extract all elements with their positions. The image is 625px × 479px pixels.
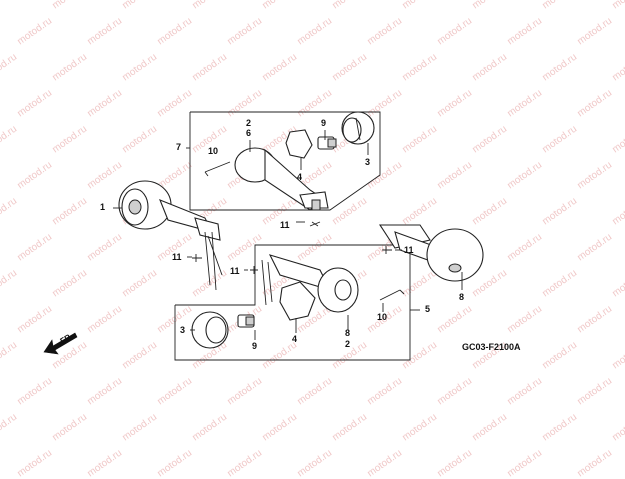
callout-2-upper: 2 xyxy=(246,118,252,128)
callout-9-upper: 9 xyxy=(321,118,327,128)
callout-5: 5 xyxy=(425,304,431,314)
left-winker-assembly xyxy=(118,180,223,291)
right-winker-assembly xyxy=(378,224,484,282)
leader-lines xyxy=(113,130,463,340)
upper-assembly-box xyxy=(189,111,381,211)
callout-8-lower: 8 xyxy=(345,328,351,338)
parts-diagram xyxy=(43,111,484,361)
callout-11-left: 11 xyxy=(172,252,182,262)
callout-6-upper: 6 xyxy=(246,128,252,138)
callout-7: 7 xyxy=(176,142,182,152)
callout-9-lower: 9 xyxy=(252,341,258,351)
diagram-code: GC03-F2100A xyxy=(462,342,521,352)
front-arrow xyxy=(43,332,78,355)
callout-1: 1 xyxy=(100,202,106,212)
upper-gasket xyxy=(285,129,313,159)
bolts-11 xyxy=(192,221,392,274)
callout-11-right: 11 xyxy=(404,245,414,255)
callout-11-mid: 11 xyxy=(230,266,240,276)
upper-bulb xyxy=(317,136,337,150)
upper-housing-assembly xyxy=(234,147,329,211)
upper-lens xyxy=(341,111,375,145)
callout-4-upper: 4 xyxy=(297,172,303,182)
lower-lens xyxy=(191,311,229,349)
callout-3-upper: 3 xyxy=(365,157,371,167)
callout-2-lower: 2 xyxy=(345,339,351,349)
callout-10-upper: 10 xyxy=(208,146,219,156)
callout-10-lower: 10 xyxy=(377,312,388,322)
lower-screw xyxy=(379,289,405,301)
lower-gasket xyxy=(279,281,316,321)
upper-screw xyxy=(204,161,231,177)
callout-8-right: 8 xyxy=(459,292,465,302)
callout-3-lower: 3 xyxy=(180,325,186,335)
lower-bulb xyxy=(237,314,255,328)
callout-4-lower: 4 xyxy=(292,334,298,344)
lower-housing-assembly xyxy=(261,254,359,313)
callout-11-upper: 11 xyxy=(280,220,290,230)
